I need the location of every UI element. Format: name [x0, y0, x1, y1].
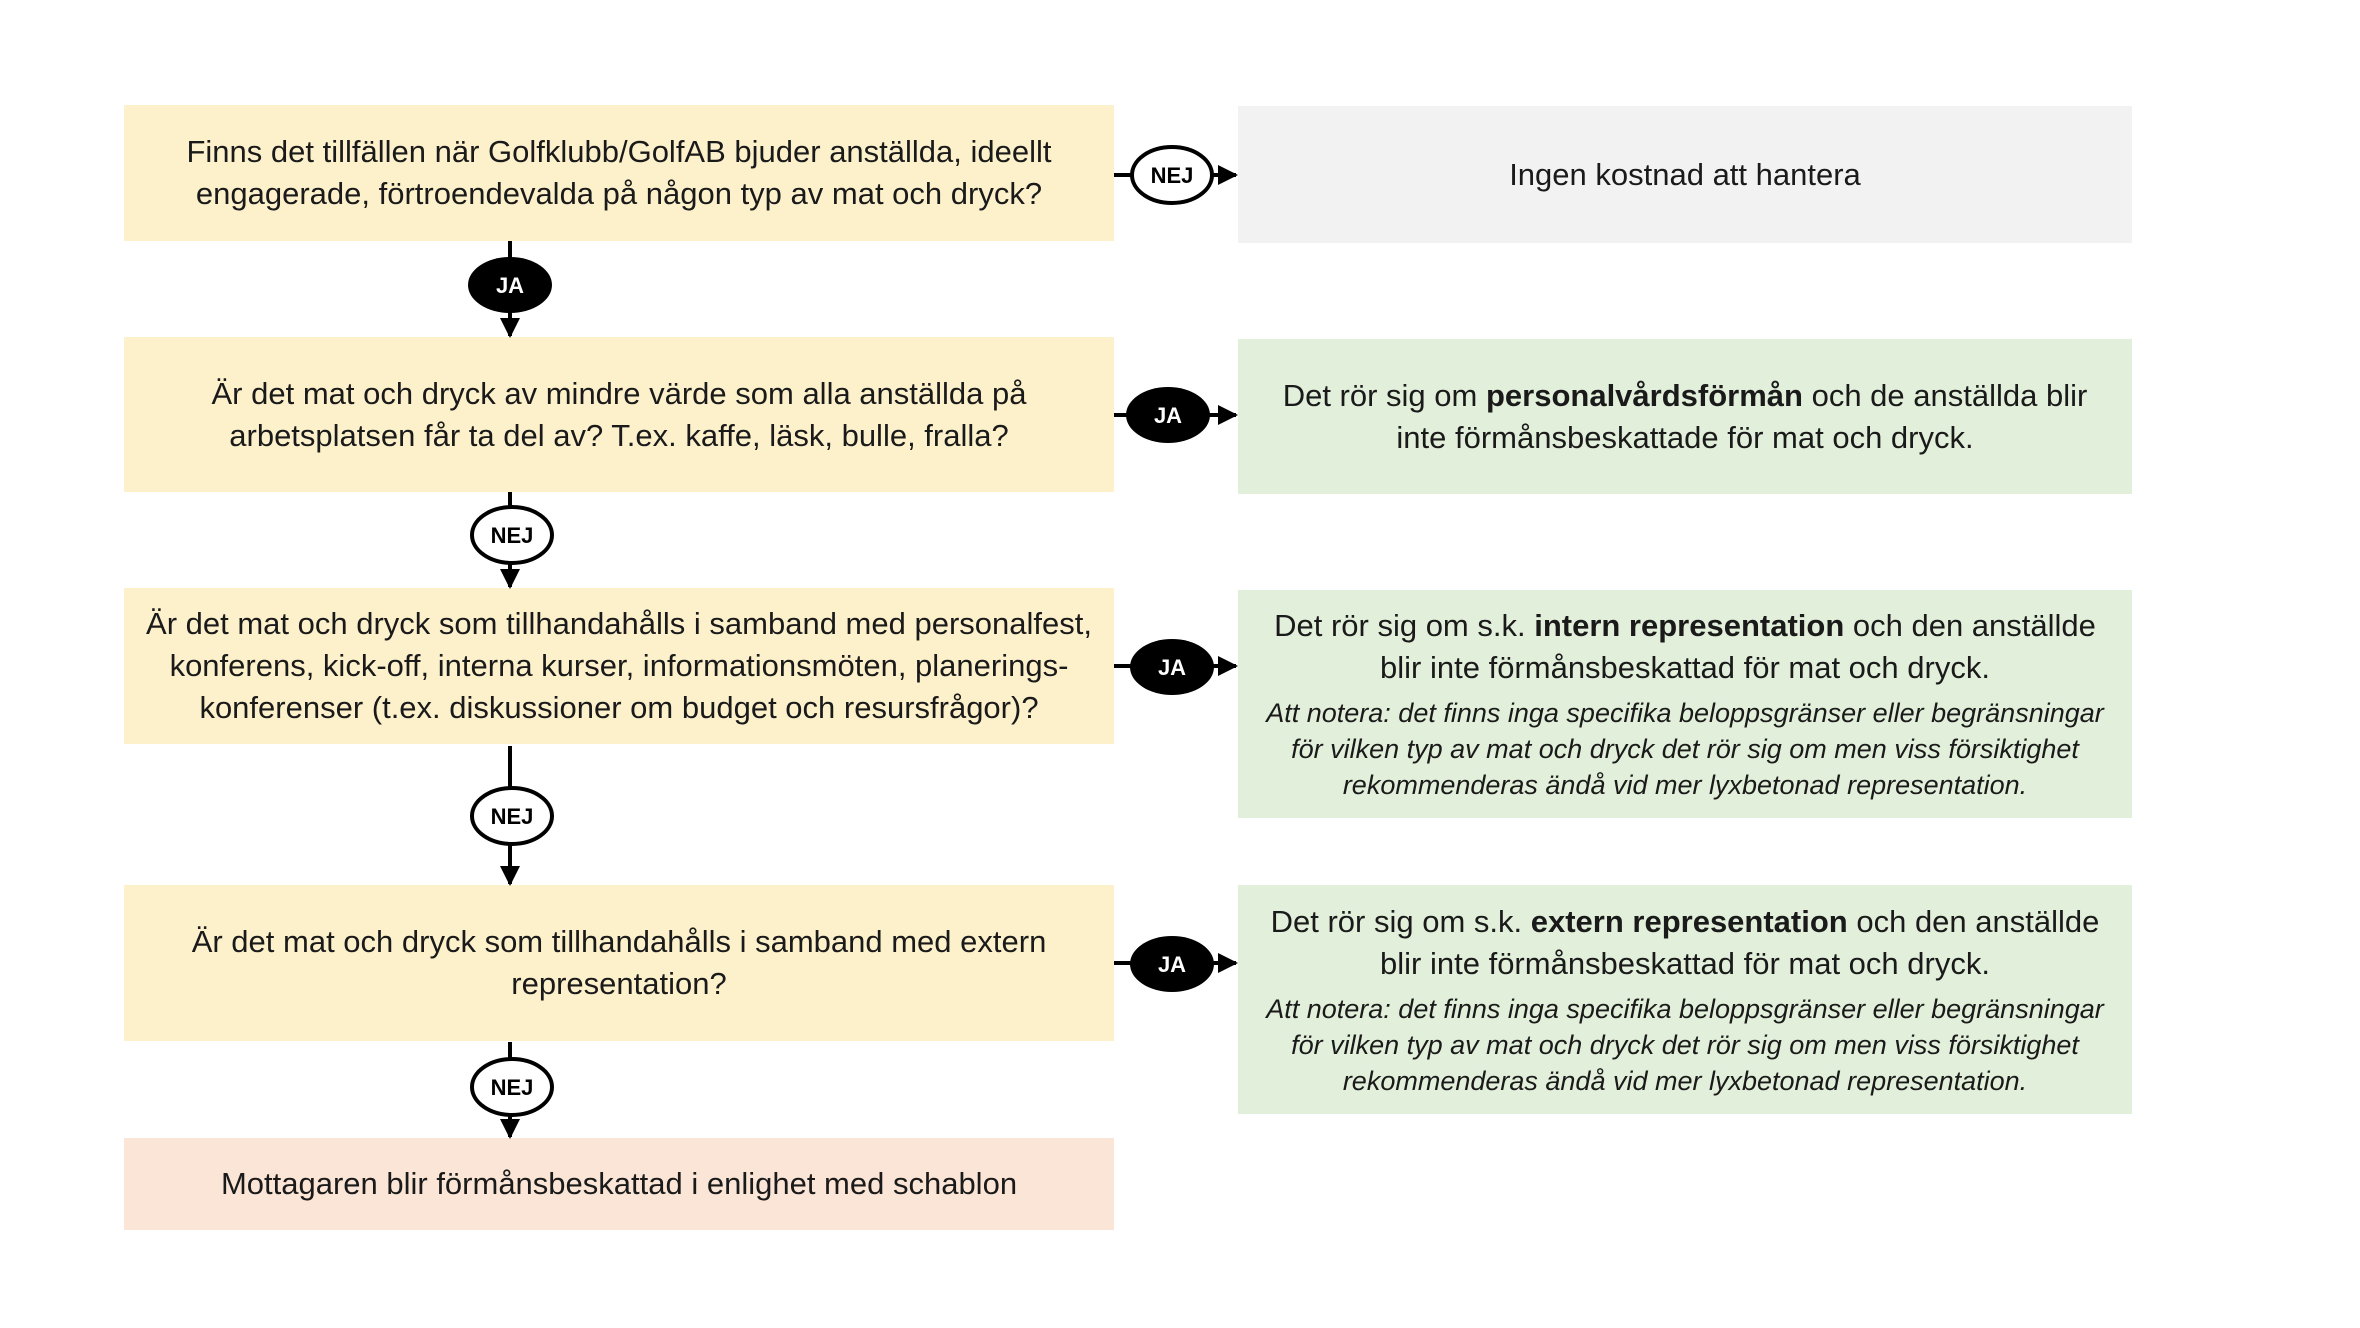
outcome-internal-rep-text: Det rör sig om s.k. intern representatio… [1274, 608, 2096, 685]
pill-label-yes: JA [1158, 655, 1186, 680]
outcome-no-cost-text: Ingen kostnad att hantera [1509, 156, 1861, 192]
outcome-external-rep-box: Det rör sig om s.k. extern representatio… [1238, 885, 2132, 1114]
outcome-staff-benefit-emphasis: personalvårdsförmån [1485, 377, 1803, 413]
question-1-box: Finns det tillfällen när Golfklubb/GolfA… [124, 105, 1114, 241]
outcome-staff-benefit-box: Det rör sig om personalvårdsförmån och d… [1238, 339, 2132, 494]
question-4-text: Är det mat och dryck som tillhandahålls … [191, 924, 1047, 1001]
pill-label-yes: JA [1154, 403, 1182, 428]
connector-q4-no: NEJ [470, 1042, 554, 1139]
connector-q3-yes: JA [1114, 639, 1238, 695]
connector-q1-no: NEJ [1114, 145, 1238, 205]
question-3-box: Är det mat och dryck som tillhandahålls … [124, 588, 1114, 744]
outcome-internal-rep-emphasis: intern representation [1534, 608, 1845, 643]
outcome-no-cost-box: Ingen kostnad att hantera [1238, 106, 2132, 243]
outcome-external-rep-emphasis: extern representation [1530, 903, 1848, 939]
connector-q1-yes: JA [468, 241, 552, 338]
pill-label-no: NEJ [491, 804, 534, 829]
outcome-internal-rep-note: Att notera: det finns inga specifika bel… [1266, 698, 2104, 800]
connector-q2-no: NEJ [470, 492, 554, 589]
outcome-internal-rep-box: Det rör sig om s.k. intern representatio… [1238, 590, 2132, 818]
question-1-text: Finns det tillfällen när Golfklubb/GolfA… [186, 134, 1052, 211]
pill-label-no: NEJ [491, 523, 534, 548]
pill-label-no: NEJ [491, 1075, 534, 1100]
pill-label-yes: JA [1158, 952, 1186, 977]
outcome-external-rep-note: Att notera: det finns inga specifika bel… [1266, 993, 2104, 1096]
question-4-box: Är det mat och dryck som tillhandahålls … [124, 885, 1114, 1041]
connector-q4-yes: JA [1114, 936, 1238, 992]
connector-q2-yes: JA [1114, 387, 1238, 443]
connector-q3-no: NEJ [470, 746, 554, 886]
outcome-taxed-box: Mottagaren blir förmånsbeskattad i enlig… [124, 1138, 1114, 1230]
outcome-taxed-text: Mottagaren blir förmånsbeskattad i enlig… [220, 1166, 1018, 1201]
pill-label-yes: JA [496, 273, 524, 298]
outcome-staff-benefit-text: Det rör sig om personalvårdsförmån och d… [1282, 377, 2088, 455]
question-2-text: Är det mat och dryck av mindre värde som… [211, 375, 1027, 453]
question-2-box: Är det mat och dryck av mindre värde som… [124, 337, 1114, 492]
outcome-external-rep-text: Det rör sig om s.k. extern representatio… [1270, 903, 2100, 981]
question-3-text: Är det mat och dryck som tillhandahålls … [146, 606, 1092, 725]
pill-label-no: NEJ [1151, 163, 1194, 188]
